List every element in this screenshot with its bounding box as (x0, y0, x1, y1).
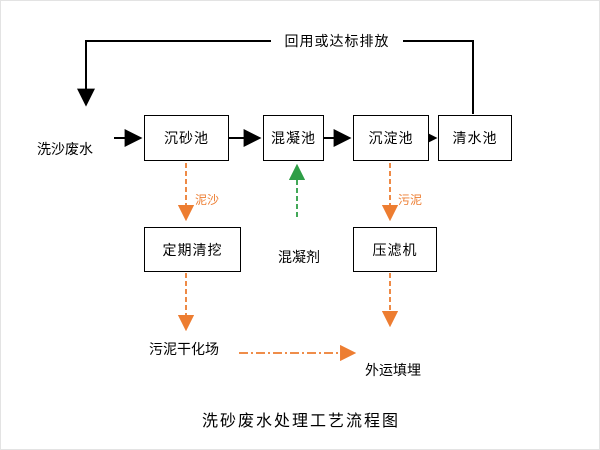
diagram-caption: 洗砂废水处理工艺流程图 (201, 413, 400, 430)
sludge-stream-label: 污泥 (398, 193, 423, 207)
box-sedimentation-tank: 沉淀池 (353, 115, 429, 161)
box-grit-chamber: 沉砂池 (144, 115, 229, 161)
coagulant-label: 混凝剂 (278, 249, 320, 265)
box-filter-press: 压滤机 (353, 227, 437, 272)
inlet-label: 洗沙废水 (37, 141, 93, 157)
sediment-stream-label: 泥沙 (195, 193, 220, 207)
landfill-label: 外运填埋 (365, 362, 421, 378)
sludge-drying-label: 污泥干化场 (149, 341, 219, 357)
box-clearwater-tank: 清水池 (438, 115, 512, 161)
box-periodic-dredging: 定期清挖 (144, 227, 241, 272)
feedback-label: 回用或达标排放 (271, 30, 403, 52)
box-coagulation-tank: 混凝池 (263, 115, 324, 161)
